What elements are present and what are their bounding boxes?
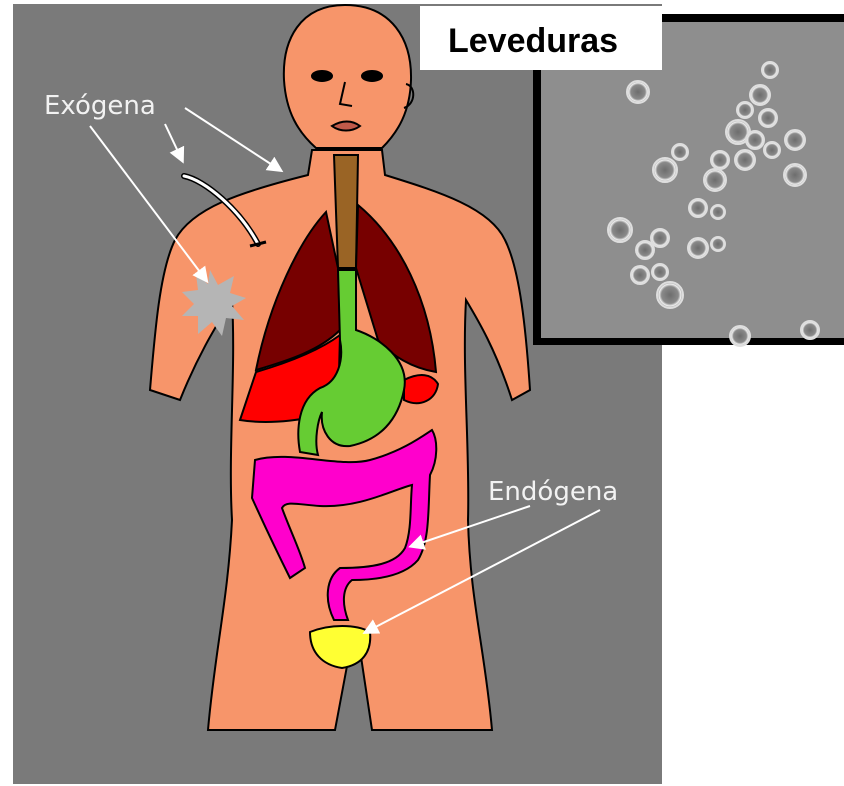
right-eye bbox=[362, 71, 382, 81]
mouth bbox=[332, 122, 360, 131]
endogenous-label: Endógena bbox=[488, 477, 618, 507]
left-eye bbox=[312, 71, 332, 81]
trachea bbox=[334, 155, 358, 268]
exogenous-label: Exógena bbox=[44, 91, 156, 121]
yeast-title: Leveduras bbox=[448, 22, 618, 60]
